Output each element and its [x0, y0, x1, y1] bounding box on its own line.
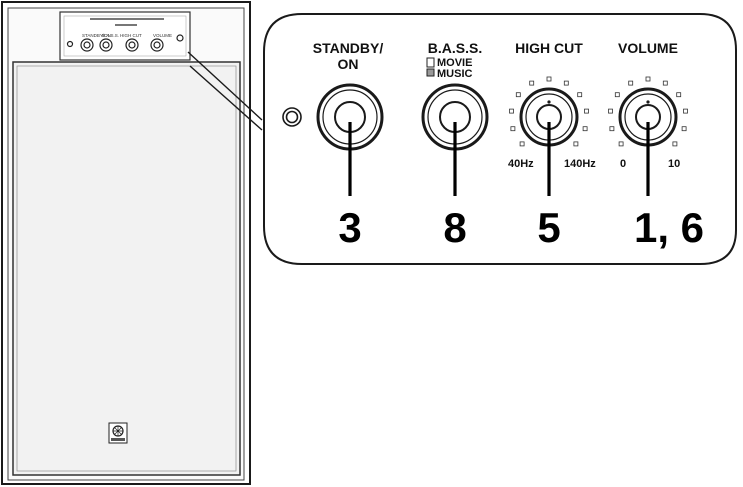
- callout-connector: [187, 51, 263, 131]
- volume-scale-min: 0: [620, 158, 626, 170]
- scale-tick: [618, 141, 624, 147]
- scale-tick: [509, 108, 514, 114]
- mini-power-led: [66, 40, 74, 48]
- callout-standby: 3: [338, 204, 361, 251]
- volume-pointer: [646, 100, 650, 104]
- music-indicator-icon: [426, 68, 435, 77]
- callout-volume: 1, 6: [634, 204, 704, 251]
- scale-tick: [672, 141, 678, 147]
- scale-tick: [546, 76, 552, 82]
- label-volume: VOLUME: [618, 40, 678, 56]
- label-bass: B.A.S.S.: [428, 40, 482, 56]
- scale-tick: [608, 108, 613, 114]
- high-cut-pointer: [547, 100, 551, 104]
- scale-tick: [510, 126, 516, 132]
- high-cut-scale-max: 140Hz: [564, 158, 596, 170]
- power-indicator-led: [282, 107, 302, 127]
- scale-tick: [676, 92, 682, 98]
- high-cut-scale-min: 40Hz: [508, 158, 534, 170]
- scale-tick: [582, 126, 588, 132]
- yamaha-logo-badge: [108, 422, 128, 444]
- scale-tick: [563, 80, 569, 86]
- callout-numbers: 3 8 5 1, 6: [338, 204, 704, 251]
- bass-option-movie: MOVIE: [426, 57, 472, 69]
- scale-tick: [519, 141, 525, 147]
- mini-label-bass: B.A.S.S.: [102, 33, 119, 38]
- scale-tick: [529, 80, 535, 86]
- svg-text:MUSIC: MUSIC: [437, 68, 473, 80]
- scale-tick: [683, 108, 688, 114]
- label-high-cut: HIGH CUT: [515, 40, 583, 56]
- volume-scale-max: 10: [668, 158, 680, 170]
- scale-tick: [577, 92, 583, 98]
- callout-high-cut: 5: [537, 204, 560, 251]
- mini-knobs: [66, 34, 184, 52]
- mini-label-highcut: HIGH CUT: [120, 33, 142, 38]
- mini-label-standby: STANDBY/ON: [82, 33, 111, 38]
- scale-tick: [584, 108, 589, 114]
- label-standby-line2: ON: [338, 56, 359, 72]
- callout-bass: 8: [443, 204, 466, 251]
- scale-tick: [681, 126, 687, 132]
- volume-scale-ticks: [608, 76, 688, 147]
- high-cut-scale-ticks: [509, 76, 589, 147]
- svg-text:MOVIE: MOVIE: [437, 57, 472, 69]
- control-labels: STANDBY/ ON B.A.S.S. MOVIE MUSIC HIGH CU…: [313, 40, 678, 80]
- mini-panel-labels: STANDBY/ON B.A.S.S. HIGH CUT VOLUME: [82, 18, 172, 38]
- scale-tick: [628, 80, 634, 86]
- mini-screw: [176, 34, 184, 42]
- enlarged-control-panel: [263, 13, 737, 265]
- scale-tick: [515, 92, 521, 98]
- movie-indicator-icon: [426, 57, 435, 68]
- bass-option-music: MUSIC: [426, 68, 473, 80]
- mini-label-volume: VOLUME: [153, 33, 172, 38]
- scale-tick: [609, 126, 615, 132]
- volume-knob[interactable]: [608, 76, 688, 147]
- scale-tick: [662, 80, 668, 86]
- callout-leader-lines: [348, 122, 650, 196]
- label-standby-line1: STANDBY/: [313, 40, 384, 56]
- standby-on-button[interactable]: [316, 83, 384, 151]
- scale-tick: [614, 92, 620, 98]
- scale-tick: [573, 141, 579, 147]
- scale-tick: [645, 76, 651, 82]
